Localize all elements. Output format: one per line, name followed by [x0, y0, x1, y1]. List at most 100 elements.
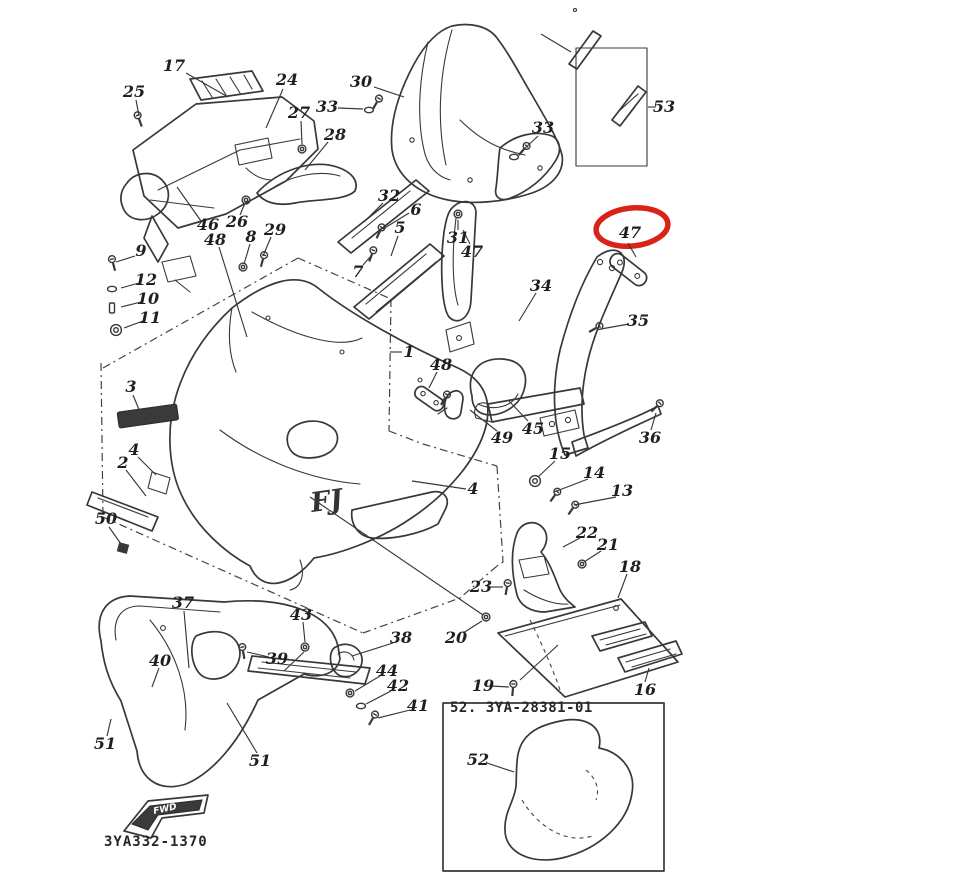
part-label-29: 29 [263, 220, 286, 239]
part-label-36: 36 [639, 428, 661, 447]
part-label-6: 6 [410, 200, 421, 219]
leader-10 [120, 301, 142, 308]
part-label-20: 20 [444, 628, 467, 647]
leader-43 [302, 621, 306, 643]
part-strip-53 [540, 7, 648, 167]
leader-47 [627, 242, 637, 258]
part-label-3: 3 [125, 377, 136, 396]
part-label-37: 37 [172, 593, 194, 612]
part-label-34: 34 [530, 276, 552, 295]
part-moulding-32 [337, 179, 430, 254]
part-label-41: 41 [407, 696, 429, 715]
part-label-52: 52 [467, 750, 489, 769]
part-moulding-5 [353, 243, 445, 320]
clip-fastener [116, 542, 130, 554]
bolt-fastener [107, 255, 117, 272]
leader-7 [362, 255, 372, 266]
inset-box-52 [442, 702, 665, 872]
part-fairing-1: FJ [169, 279, 489, 591]
part-label-30: 30 [350, 72, 372, 91]
part-label-18: 18 [619, 557, 641, 576]
part-label-8: 8 [244, 227, 256, 246]
washer-fastener [508, 153, 520, 161]
part-label-4: 4 [128, 440, 139, 459]
part-label-28: 28 [323, 125, 346, 144]
part-duct-22 [511, 521, 576, 613]
leader-44 [354, 675, 381, 692]
part-vents-16 [591, 621, 683, 673]
part-label-2: 2 [116, 453, 128, 472]
part-label-42: 42 [387, 676, 409, 695]
part-label-5: 5 [394, 218, 405, 237]
part-label-24: 24 [275, 70, 298, 89]
grommet-fastener [528, 474, 542, 488]
part-label-12: 12 [135, 270, 157, 289]
part-label-13: 13 [611, 481, 633, 500]
part-label-17: 17 [163, 56, 185, 75]
part-label-21: 21 [596, 535, 619, 554]
leader-45 [508, 400, 529, 422]
leader-8 [243, 243, 251, 265]
part-upper-grille-17 [189, 70, 264, 101]
leader-19 [490, 685, 510, 688]
part-label-51: 51 [94, 734, 116, 753]
leader-17 [185, 72, 229, 98]
nut-fastener [453, 209, 463, 219]
leader-48 [218, 246, 248, 338]
part-label-48: 48 [430, 355, 452, 374]
part-mirror-left [120, 172, 197, 293]
part-label-10: 10 [137, 289, 159, 308]
leader-6 [382, 212, 410, 230]
washer-fastener [363, 106, 375, 114]
inset-box-title: 52. 3YA-28381-01 [450, 700, 593, 716]
part-label-45: 45 [522, 419, 544, 438]
nut-fastener [481, 612, 491, 622]
part-label-49: 49 [491, 428, 513, 447]
part-label-7: 7 [352, 262, 363, 281]
leader-34 [518, 292, 537, 322]
part-label-23: 23 [469, 577, 492, 596]
leader-35 [600, 323, 630, 330]
part-label-9: 9 [135, 241, 146, 260]
leader-15 [537, 460, 556, 478]
part-label-53: 53 [653, 97, 675, 116]
part-label-14: 14 [583, 463, 605, 482]
fwd-label: FWD [153, 802, 179, 817]
part-label-32: 32 [378, 186, 400, 205]
part-label-33: 33 [532, 118, 554, 137]
leader-48 [428, 371, 438, 389]
leader-12 [120, 282, 140, 289]
fastener-layer [106, 94, 664, 726]
part-label-48: 48 [204, 230, 226, 249]
bolt-fastener [368, 246, 378, 262]
part-mirror-right-45 [469, 358, 527, 416]
part-flap-52 [504, 718, 634, 861]
leader-40 [151, 667, 160, 688]
part-label-43: 43 [290, 605, 312, 624]
part-label-25: 25 [122, 82, 145, 101]
leader-29 [262, 236, 272, 257]
leader-42 [365, 690, 392, 705]
leader-2 [125, 469, 147, 497]
leader-27 [300, 120, 303, 145]
leader-layer [106, 72, 657, 773]
nut-fastener [345, 688, 355, 698]
part-label-47: 47 [461, 242, 483, 261]
part-label-27: 27 [287, 103, 310, 122]
nut-fastener [300, 642, 310, 652]
leader-49 [469, 409, 498, 432]
fwd-arrow-logo: FWD [123, 794, 209, 839]
part-label-11: 11 [139, 308, 161, 327]
leader-9 [115, 255, 136, 263]
leader-47 [462, 229, 471, 245]
part-duct-28 [256, 163, 357, 206]
highlight-ellipse-47 [593, 204, 671, 250]
grommet-fastener [109, 323, 123, 337]
part-label-33: 33 [316, 97, 338, 116]
bolt-fastener [372, 94, 384, 110]
leader-18 [617, 573, 628, 599]
leader-4 [137, 456, 157, 476]
leader-36 [650, 412, 657, 431]
part-label-38: 38 [390, 628, 412, 647]
